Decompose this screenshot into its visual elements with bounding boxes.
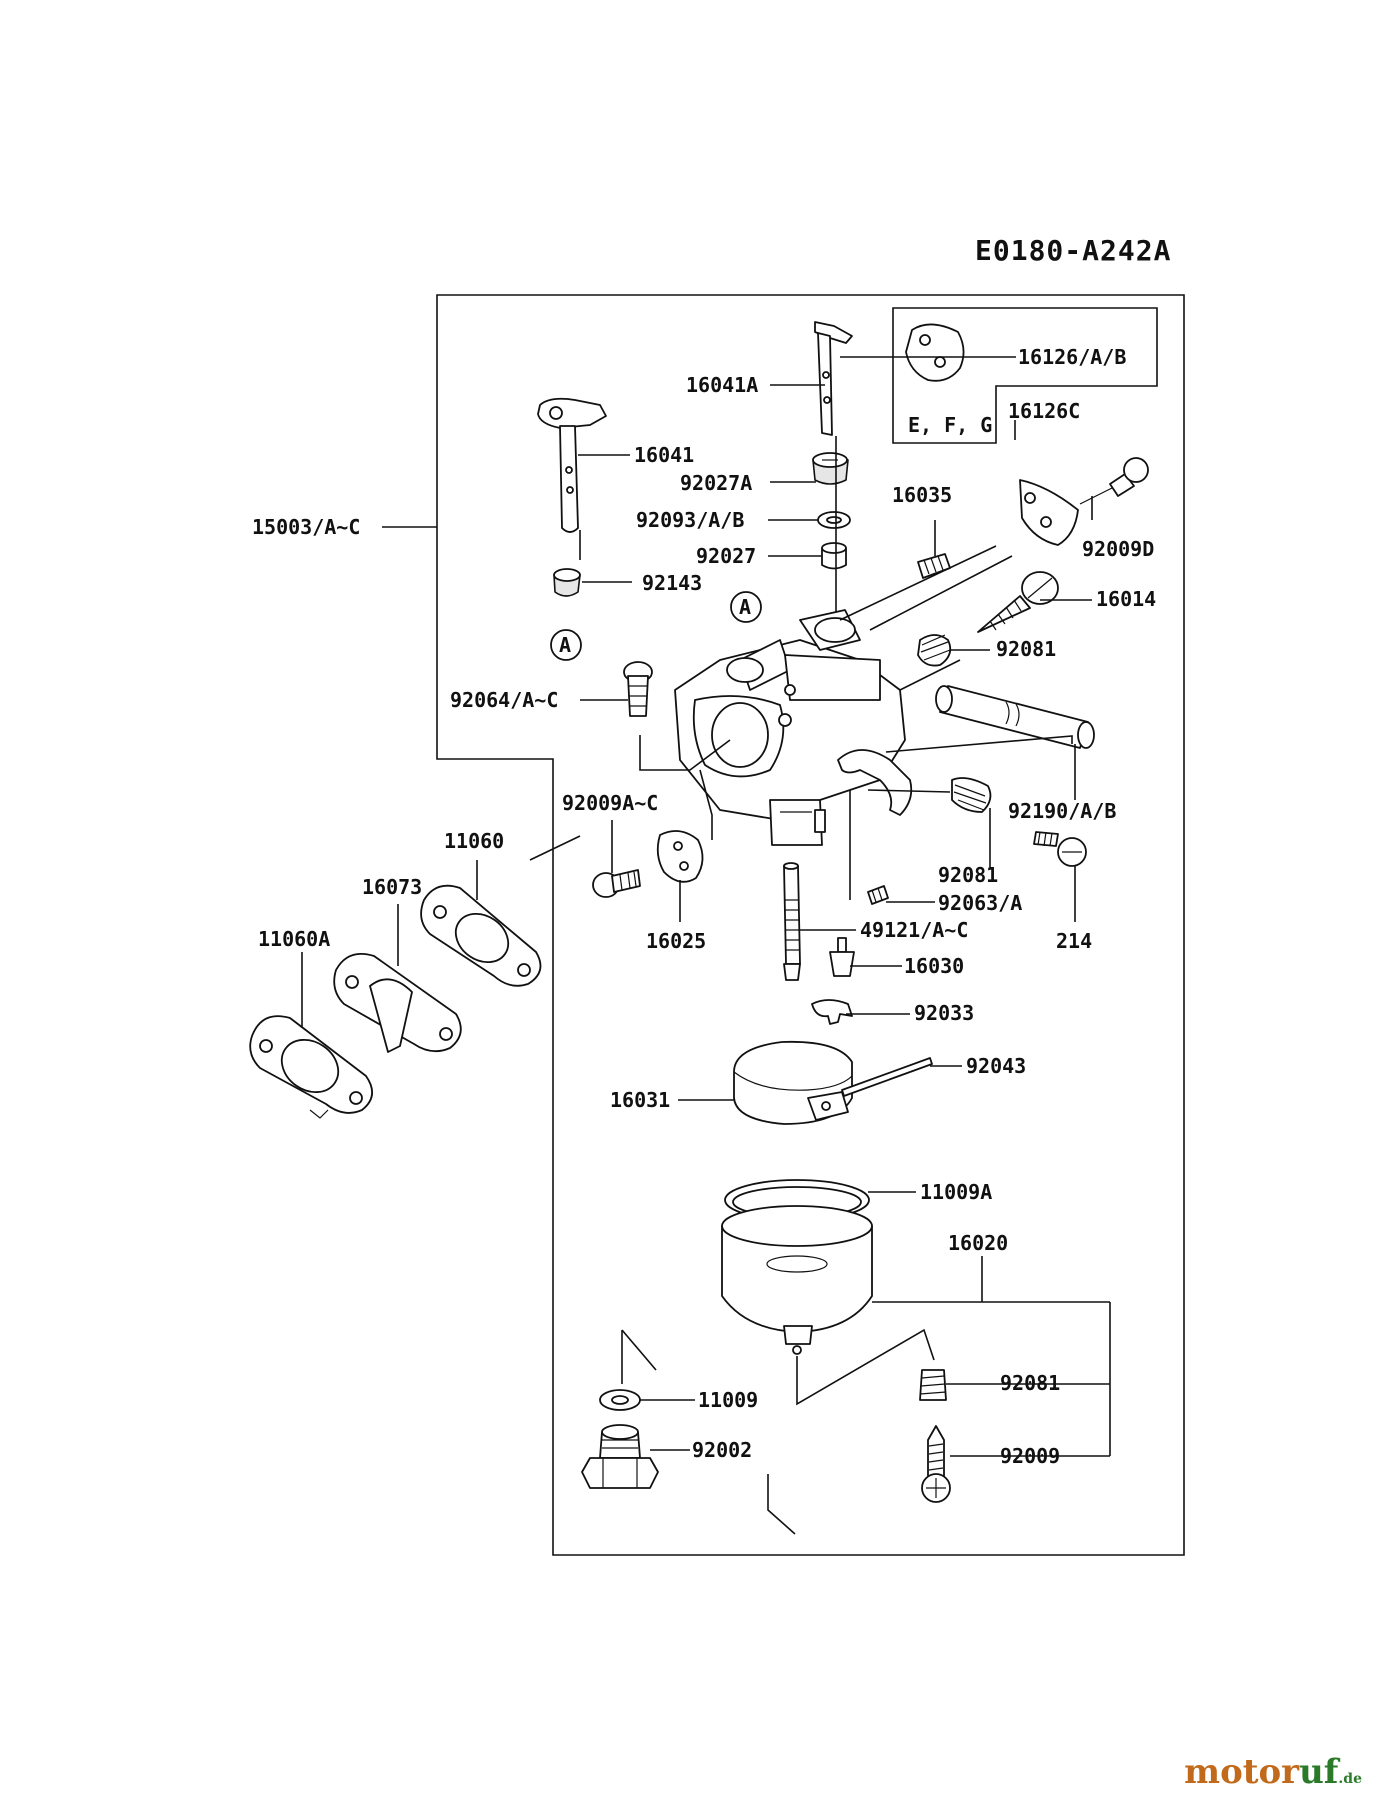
callout-a-body: A: [730, 591, 762, 623]
plate-16025: [656, 830, 704, 883]
label-92002: 92002: [692, 1438, 752, 1462]
plate-16126c: [1019, 479, 1079, 546]
screw-16014: [977, 571, 1059, 633]
label-11009a: 11009A: [920, 1180, 992, 1204]
leader-lines: [301, 356, 1111, 1535]
label-16035: 16035: [892, 483, 952, 507]
label-variant-efg: E, F, G: [908, 413, 992, 437]
label-214: 214: [1056, 929, 1092, 953]
tube-49121: [783, 862, 801, 981]
label-92043: 92043: [966, 1054, 1026, 1078]
label-11060: 11060: [444, 829, 504, 853]
label-16030: 16030: [904, 954, 964, 978]
label-92033: 92033: [914, 1001, 974, 1025]
screw-92064: [623, 661, 653, 717]
label-92143: 92143: [642, 571, 702, 595]
inset-frame: [892, 307, 1158, 444]
washer-11009: [599, 1389, 641, 1411]
float-pin-92190: [935, 685, 1095, 749]
gasket-11060a: [249, 1015, 373, 1119]
throttle-shaft-16041a: [814, 321, 853, 436]
bolt-92002: [581, 1424, 659, 1489]
label-92093: 92093/A/B: [636, 508, 744, 532]
label-92063: 92063/A: [938, 891, 1022, 915]
insulator-16073: [333, 952, 462, 1053]
label-11060a: 11060A: [258, 927, 330, 951]
screw-92009ac: [592, 869, 641, 898]
callout-a-left: A: [550, 629, 582, 661]
label-16073: 16073: [362, 875, 422, 899]
spring-92081-upper: [917, 634, 952, 667]
needle-16030: [829, 937, 855, 977]
label-92064: 92064/A~C: [450, 688, 558, 712]
label-49121: 49121/A~C: [860, 918, 968, 942]
pin-92043: [841, 1057, 933, 1097]
label-92081-a: 92081: [996, 637, 1056, 661]
label-16126c: 16126C: [1008, 399, 1080, 423]
label-92009ac: 92009A~C: [562, 791, 658, 815]
screw-92009d: [1079, 457, 1149, 505]
main-frame: [436, 294, 1185, 1556]
label-92009: 92009: [1000, 1444, 1060, 1468]
plate-16126ab: [905, 323, 965, 382]
label-92081-b: 92081: [938, 863, 998, 887]
clip-92033: [811, 999, 853, 1025]
spring-92081-bowl: [919, 1369, 947, 1401]
jet-92063: [867, 885, 889, 905]
label-16025: 16025: [646, 929, 706, 953]
gasket-11060: [420, 884, 542, 987]
label-92009d: 92009D: [1082, 537, 1154, 561]
label-92190: 92190/A/B: [1008, 799, 1116, 823]
svg-text:A: A: [739, 595, 751, 619]
float-16031: [733, 1040, 853, 1125]
label-92027a: 92027A: [680, 471, 752, 495]
label-16014: 16014: [1096, 587, 1156, 611]
label-16126ab: 16126/A/B: [1018, 345, 1126, 369]
float-bowl-16020: [721, 1205, 873, 1355]
label-16031: 16031: [610, 1088, 670, 1112]
jet-16035: [917, 553, 951, 579]
screw-92009: [921, 1425, 951, 1503]
spring-92081-lower: [951, 777, 992, 813]
label-16020: 16020: [948, 1231, 1008, 1255]
choke-shaft-16041: [537, 397, 607, 533]
diagram-code: E0180-A242A: [975, 234, 1171, 267]
part-labels: 16041A 16126/A/B E, F, G 16126C 16041 92…: [252, 345, 1156, 1468]
label-16041: 16041: [634, 443, 694, 467]
svg-text:A: A: [559, 633, 571, 657]
label-11009: 11009: [698, 1388, 758, 1412]
watermark-logo: motoruf.de: [1184, 1752, 1362, 1792]
label-16041a: 16041A: [686, 373, 758, 397]
label-92027: 92027: [696, 544, 756, 568]
washer-92093: [817, 511, 851, 529]
label-15003: 15003/A~C: [252, 515, 360, 539]
plug-92027: [821, 542, 847, 570]
cap-92027a: [812, 452, 849, 485]
grommet-92143: [553, 568, 581, 597]
screw-214: [1033, 831, 1087, 867]
carburetor-body: [674, 609, 913, 846]
label-92081-c: 92081: [1000, 1371, 1060, 1395]
